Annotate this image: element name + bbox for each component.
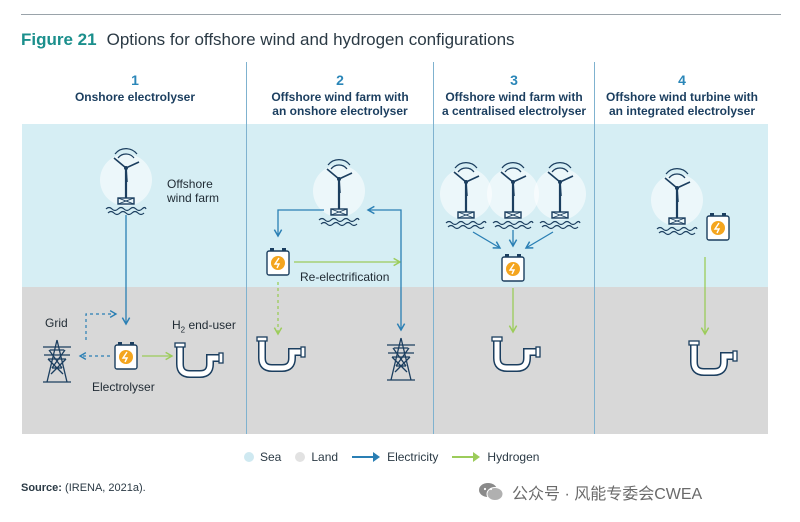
panel-2-electricity-to-electrolyser-arrow [273,209,324,238]
panel-divider [246,62,247,434]
panel-1-heading: 1 Onshore electrolyser [60,73,210,104]
panel-3-title-line2: a centralised electrolyser [441,104,587,118]
panel-3-heading: 3 Offshore wind farm with a centralised … [436,73,592,118]
panel-2-title-line1: Offshore wind farm with [271,90,409,104]
panel-2-pipe-icon [257,337,305,368]
panel-1-pylon-icon [42,339,72,383]
panel-3-electricity-arrow [524,231,554,249]
figure-title: Figure 21 Options for offshore wind and h… [21,30,515,50]
panel-3-pipe-icon [492,337,540,368]
panel-3-number: 3 [510,72,518,88]
electricity-arrow-icon [352,452,381,462]
legend-sea: Sea [244,450,281,464]
re-electrification-label: Re-electrification [300,270,390,284]
panel-3-title-line1: Offshore wind farm with [445,90,583,104]
panel-3-electricity-arrow [472,231,502,249]
h2-end-user-label: H2 end-user [172,318,236,335]
panel-2-heading: 2 Offshore wind farm with an onshore ele… [256,73,424,118]
panel-4-turbine-icon [649,167,705,236]
panel-2-pylon-icon [386,337,416,381]
panel-2-return-electricity-arrow [366,205,402,262]
top-rule [21,14,781,15]
source-text: (IRENA, 2021a). [61,482,146,494]
panel-divider [433,62,434,434]
panel-2-turbine-icon [311,158,367,227]
panel-4-heading: 4 Offshore wind turbine with an integrat… [598,73,766,118]
watermark: 公众号 · 风能专委会CWEA [478,480,702,504]
legend-land: Land [295,450,338,464]
panel-3-turbine-icon [485,161,541,230]
sea-swatch [244,452,254,462]
panel-1-title: Onshore electrolyser [74,90,196,104]
watermark-text: 公众号 · 风能专委会CWEA [512,486,703,503]
panel-4-number: 4 [678,72,686,88]
legend-sea-label: Sea [260,450,282,464]
panel-1-grid-to-electrolyser-arrow [85,310,118,340]
panel-2-electrolyser-icon [266,247,290,276]
legend-electricity-label: Electricity [387,450,439,464]
source-label: Source: [21,482,62,494]
wechat-icon [479,483,504,501]
panel-3-turbine-icon [438,161,494,230]
legend-electricity: Electricity [352,450,438,464]
panel-4-title-line2: an integrated electrolyser [608,104,756,118]
panel-3-electrolyser-icon [501,253,525,282]
panel-1-turbine-icon [98,147,154,216]
legend-hydrogen-label: Hydrogen [487,450,540,464]
panel-1-electrolyser-icon [114,341,138,370]
legend-land-label: Land [311,450,339,464]
panel-4-title-line1: Offshore wind turbine with [606,90,758,104]
source-note: Source: (IRENA, 2021a). [21,482,146,494]
figure-title-text: Options for offshore wind and hydrogen c… [106,30,515,49]
panel-divider [594,62,595,434]
hydrogen-arrow-icon [452,452,481,462]
legend: Sea Land Electricity Hydrogen [244,450,553,464]
panel-4-electrolyser-icon [706,212,730,241]
panel-1-number: 1 [131,72,139,88]
panel-3-turbine-icon [532,161,588,230]
panel-2-number: 2 [336,72,344,88]
land-swatch [295,452,306,462]
panel-1-pipe-icon [175,343,223,374]
grid-label: Grid [45,316,68,330]
panel-4-pipe-icon [689,341,737,372]
figure-number: Figure 21 [21,30,97,49]
electrolyser-label: Electrolyser [92,380,155,394]
legend-hydrogen: Hydrogen [452,450,539,464]
panel-2-title-line2: an onshore electrolyser [272,104,408,118]
